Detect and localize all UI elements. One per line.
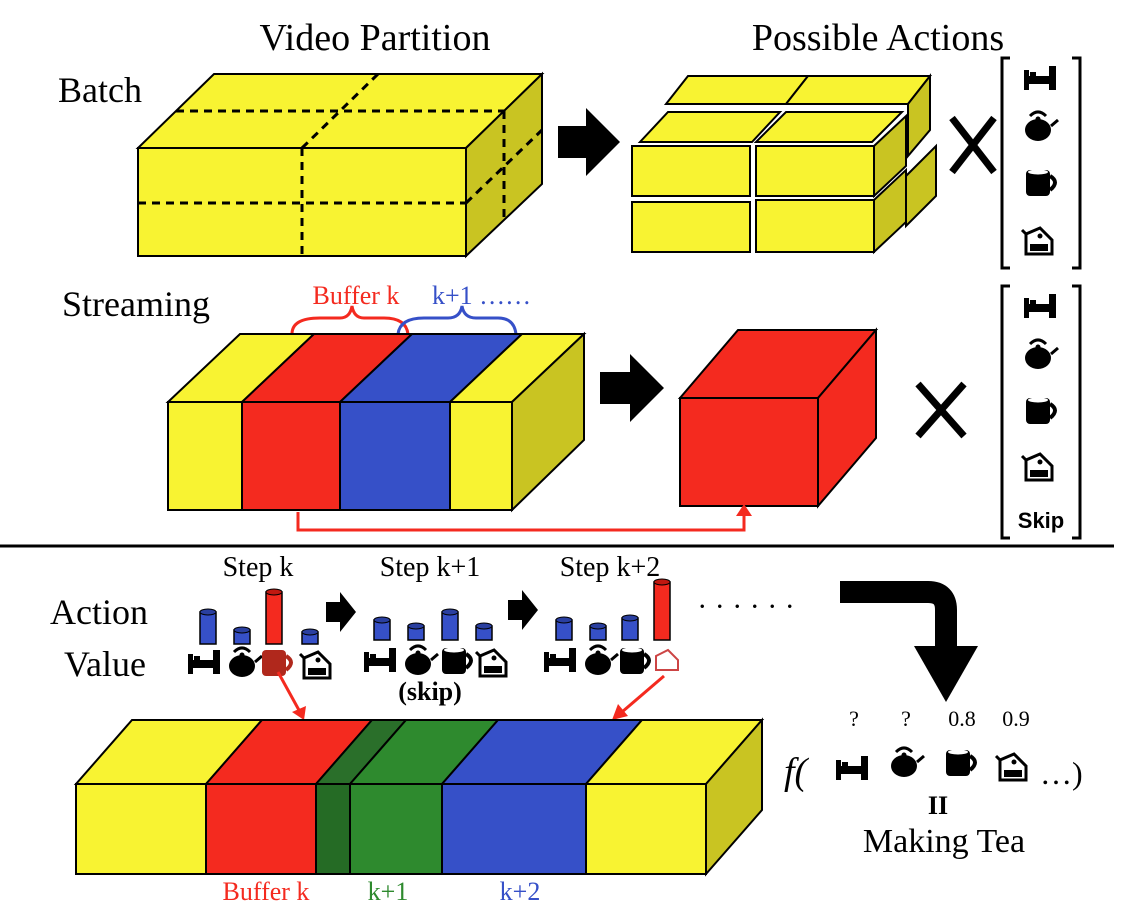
value-bed: ? <box>849 706 859 731</box>
step-k1-values: (skip) <box>364 608 508 706</box>
teabag-icon <box>298 650 332 680</box>
value-cup: 0.8 <box>948 706 976 731</box>
teabag-icon <box>474 648 508 678</box>
cup-icon <box>618 645 651 676</box>
kettle-icon <box>227 646 264 679</box>
step-k1-label: Step k+1 <box>380 552 481 583</box>
cup-icon-selected <box>262 650 293 676</box>
bed-icon <box>1024 294 1056 318</box>
cup-icon <box>1024 167 1057 198</box>
step-k2-pointer-arrow <box>612 674 665 720</box>
bottom-k1-label: k+1 <box>368 877 409 906</box>
streaming-arrow-icon <box>600 354 664 422</box>
step-k2-values <box>544 578 679 677</box>
result-label: Making Tea <box>863 823 1025 860</box>
batch-action-bracket <box>1000 56 1082 270</box>
streaming-connector-arrow <box>296 504 752 532</box>
cup-icon <box>440 645 473 676</box>
teabag-icon <box>994 752 1028 782</box>
bed-icon <box>836 756 868 780</box>
bottom-k2-label: k+2 <box>500 877 541 906</box>
bed-icon <box>364 648 396 672</box>
bed-icon <box>188 650 220 674</box>
next-buffer-brace <box>396 305 518 335</box>
value-kettle: ? <box>901 706 911 731</box>
teabag-icon-selected <box>655 648 679 671</box>
batch-times-icon <box>949 115 997 175</box>
kettle-icon <box>889 746 926 779</box>
teabag-icon <box>1020 452 1054 482</box>
step-k-values <box>188 588 332 680</box>
bottom-video-block <box>73 717 765 877</box>
teabag-icon <box>1020 226 1054 256</box>
bed-icon <box>544 648 576 672</box>
row-label-value: Value <box>64 644 146 684</box>
value-teabag: 0.9 <box>1002 706 1030 731</box>
step-k-label: Step k <box>223 552 294 583</box>
bent-arrow-icon <box>840 581 978 702</box>
step-arrow-icon <box>508 590 538 630</box>
function-close: …) <box>1040 755 1083 791</box>
skip-label: Skip <box>1018 508 1064 533</box>
function-f: f( <box>784 751 810 793</box>
streaming-buffer-block <box>677 327 879 509</box>
kettle-icon <box>403 644 440 677</box>
function-expression: f( ? ? 0.8 0.9 …) II Making Tea <box>784 706 1083 860</box>
kettle-icon <box>1023 110 1060 143</box>
streaming-video-block <box>165 331 587 513</box>
buffer-k-label: Buffer k <box>313 281 400 310</box>
batch-arrow-icon <box>558 108 620 176</box>
batch-video-block <box>135 71 545 259</box>
row-label-action: Action <box>50 592 148 632</box>
cup-icon <box>1024 395 1057 426</box>
batch-split-blocks <box>631 73 937 255</box>
step-arrow-icon <box>326 592 356 632</box>
heading-video-partition: Video Partition <box>260 17 491 59</box>
heading-possible-actions: Possible Actions <box>752 17 1004 59</box>
step-k-pointer-arrow <box>276 671 306 720</box>
bottom-buffer-k-label: Buffer k <box>223 877 310 906</box>
buffer-k-brace <box>290 305 410 335</box>
streaming-times-icon <box>915 381 967 439</box>
streaming-action-bracket: Skip <box>1000 284 1082 540</box>
row-label-batch: Batch <box>58 70 142 110</box>
bed-icon <box>1024 66 1056 90</box>
next-buffer-label: k+1 …… <box>432 281 531 310</box>
step-k2-label: Step k+2 <box>560 552 661 583</box>
equals-sign: II <box>928 791 948 820</box>
kettle-icon <box>1023 338 1060 371</box>
cup-icon <box>944 747 977 778</box>
skip-note: (skip) <box>398 677 462 706</box>
kettle-icon <box>583 644 620 677</box>
row-label-streaming: Streaming <box>62 284 210 324</box>
ellipsis: · · · · · · <box>697 590 794 623</box>
